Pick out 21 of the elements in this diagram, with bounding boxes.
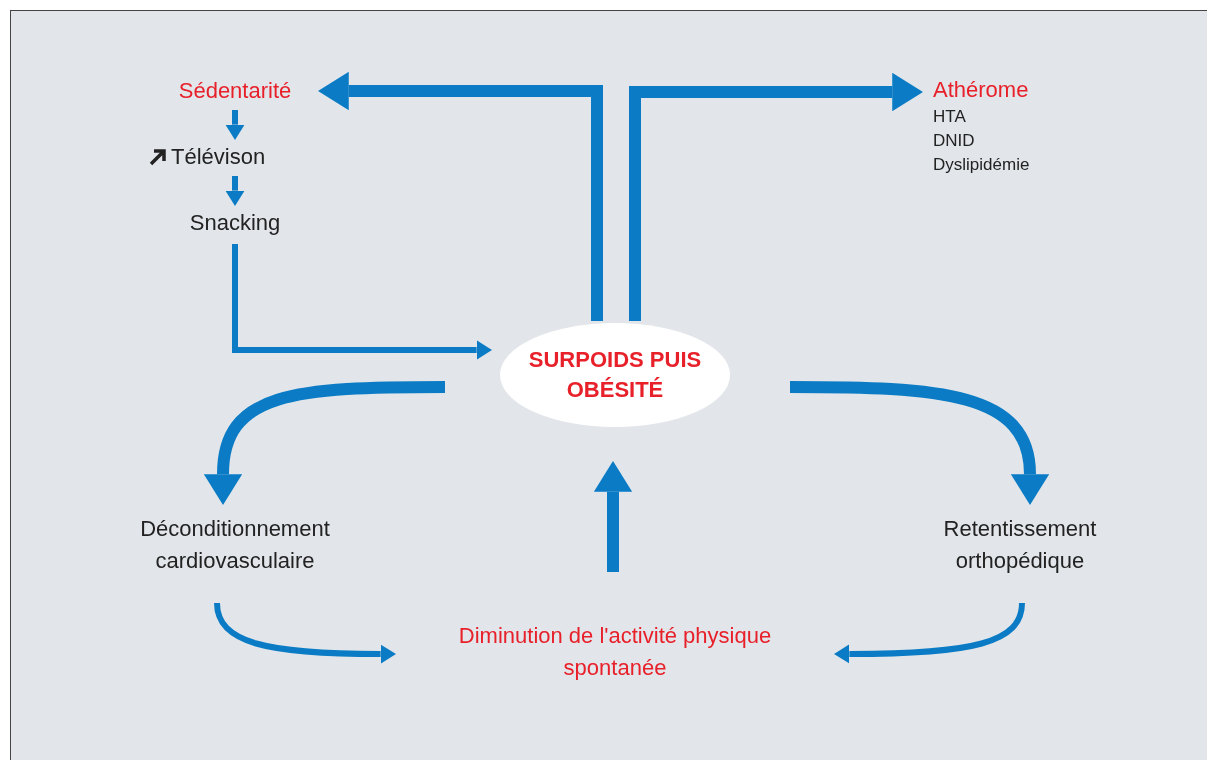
arrow [318,71,603,321]
arrow [225,176,245,206]
node-label: Retentissement orthopédique [915,513,1125,577]
arrow [203,381,446,505]
arrow [593,461,633,572]
node-label: Diminution de l'activité physique spontanée [432,620,798,684]
arrow [232,244,492,360]
node-label: HTA [933,106,967,128]
node-label: Télévison [171,143,266,171]
node-label: Déconditionnement cardiovasculaire [105,513,365,577]
node-label: Dyslipidémie [933,154,1031,176]
node-label: SURPOIDS PUIS OBÉSITÉ [527,346,703,404]
arrow [834,602,1025,664]
arrow [214,602,396,664]
arrow [629,72,923,321]
node-heading: Athérome [933,76,1030,104]
arrow [225,110,245,140]
arrow [789,381,1050,505]
node-label: Snacking [176,208,294,238]
node-label: Sédentarité [160,76,310,106]
node-label: DNID [933,130,976,152]
